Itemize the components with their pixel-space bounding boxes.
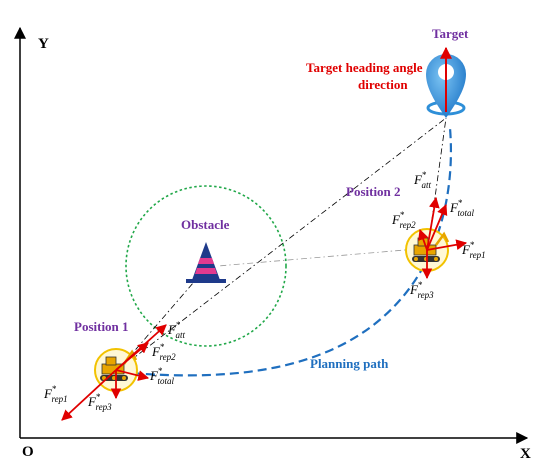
position1-label: Position 1: [74, 319, 129, 334]
obstacle-influence-circle: [125, 185, 287, 347]
force-label-pos1-rep1: F*rep1: [43, 384, 68, 404]
excavator-robot-icon-pos2: [405, 228, 450, 272]
planning-path: [117, 127, 453, 377]
force-label-pos1-rep3: F*rep3: [87, 392, 112, 412]
arrow-pos2-total: [426, 204, 448, 251]
force-label-pos2-rep1: F*rep1: [461, 240, 486, 260]
x-axis-label: X: [520, 446, 531, 462]
guide-line-pos1-to-target: [117, 117, 447, 371]
origin-label: O: [22, 444, 34, 460]
force-label-pos1-att: F*att: [167, 320, 185, 340]
arrow-pos2-att: [426, 196, 440, 251]
arrow-pos1-total: [115, 369, 150, 381]
y-axis-label: Y: [38, 36, 49, 52]
guide-line-pos2-to-target: [427, 117, 447, 249]
heading-label-line2: direction: [358, 77, 408, 92]
arrow-pos1-rep1: [61, 369, 117, 421]
force-label-pos2-rep2: F*rep2: [391, 210, 416, 230]
force-label-pos1-rep2: F*rep2: [151, 342, 176, 362]
arrow-pos1-rep2: [115, 342, 149, 371]
force-arrows-pos1: [61, 324, 167, 421]
obstacle-label: Obstacle: [181, 217, 230, 232]
force-arrows-pos2: [418, 196, 468, 280]
arrow-pos2-rep1: [426, 239, 468, 251]
guide-line-pos1-to-obstacle: [117, 267, 207, 371]
position2-label: Position 2: [346, 184, 401, 199]
heading-label-line1: Target heading angle: [306, 60, 423, 75]
force-label-pos2-rep3: F*rep3: [409, 280, 434, 300]
arrow-pos2-rep2: [418, 228, 429, 251]
force-label-pos2-total: F*total: [449, 198, 474, 218]
force-label-pos2-att: F*att: [413, 170, 431, 190]
force-label-pos1-total: F*total: [149, 366, 174, 386]
planning-path-label: Planning path: [310, 356, 389, 371]
target-label: Target: [432, 26, 469, 41]
obstacle-cone-icon: [186, 242, 226, 283]
guide-line-pos2-to-obstacle: [217, 247, 429, 267]
